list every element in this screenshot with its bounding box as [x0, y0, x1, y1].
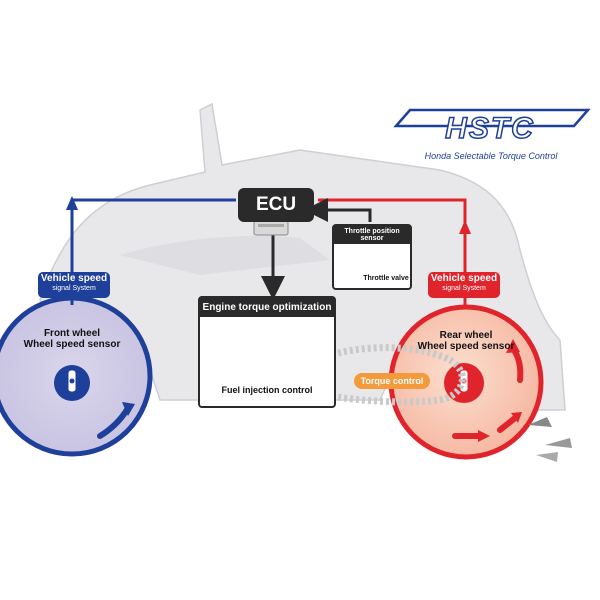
front-wheel-label: Front wheel Wheel speed sensor: [14, 328, 130, 350]
ecu-module: [253, 220, 289, 236]
engine-caption: Fuel injection control: [221, 385, 313, 395]
hstc-logo-text: HSTC: [444, 111, 535, 146]
front-wheel-line2: Wheel speed sensor: [23, 339, 121, 350]
drive-belt: [296, 344, 466, 406]
front-signal-title: Vehicle speed: [40, 273, 108, 284]
torque-control-label: Torque control: [360, 376, 424, 386]
hstc-logo-tagline: Honda Selectable Torque Control: [424, 151, 558, 161]
throttle-box: Throttle position sensor: [332, 224, 412, 290]
rear-wheel-line1: Rear wheel: [439, 330, 493, 341]
ecu-label: ECU: [255, 194, 297, 215]
engine-box: Engine torque optimization: [198, 296, 336, 408]
front-wheel-graphic: [0, 295, 153, 457]
ecu-box: ECU: [238, 188, 314, 222]
rear-speed-signal-pill: Vehicle speed signal System: [428, 272, 500, 298]
rear-wheel-graphic: [388, 304, 572, 462]
rear-wheel-label: Rear wheel Wheel speed sensor: [408, 330, 524, 352]
front-wheel-line1: Front wheel: [43, 328, 101, 339]
front-signal-sub: signal System: [52, 284, 96, 292]
torque-control-pill: Torque control: [354, 373, 430, 389]
throttle-valve-label: Throttle valve: [363, 275, 409, 282]
rear-wheel-line2: Wheel speed sensor: [417, 341, 515, 352]
throttle-title: Throttle position sensor: [334, 226, 410, 244]
rear-signal-line: [318, 198, 467, 305]
hstc-logo-mark: [393, 108, 591, 128]
engine-title: Engine torque optimization: [200, 298, 334, 317]
throttle-to-ecu-arrow: [304, 198, 372, 222]
rear-signal-title: Vehicle speed: [430, 273, 498, 284]
rear-signal-sub: signal System: [442, 284, 486, 292]
front-speed-signal-pill: Vehicle speed signal System: [38, 272, 110, 298]
